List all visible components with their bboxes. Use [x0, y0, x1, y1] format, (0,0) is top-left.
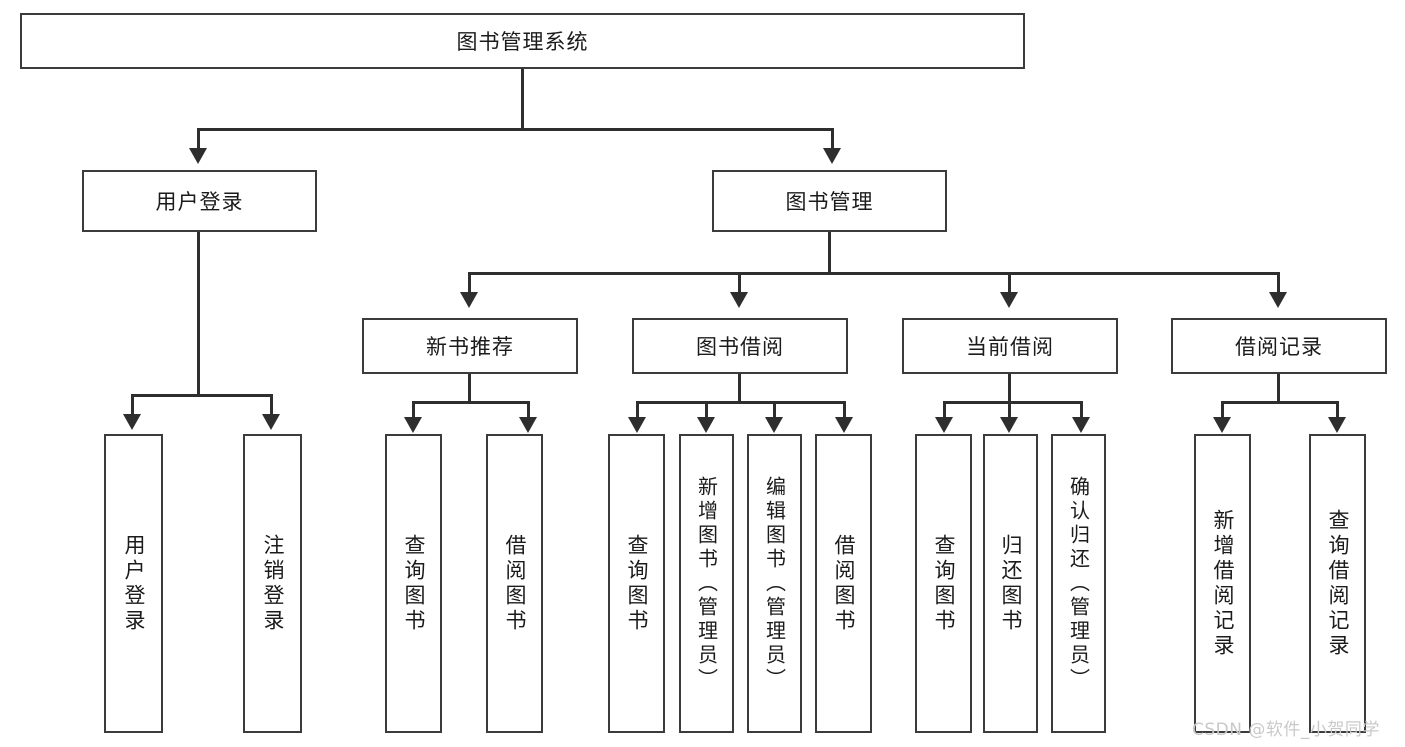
node-user-login[interactable]: 用户登录: [82, 170, 317, 232]
arrowhead-bm-to-new-book: [460, 292, 478, 308]
edge-cb-to-leaf-2: [1008, 401, 1011, 419]
node-label: 新增图书（管理员）: [694, 475, 719, 692]
node-leaf-query-book-current[interactable]: 查询图书: [915, 434, 972, 733]
node-label: 编辑图书（管理员）: [762, 475, 787, 692]
edge-nb-to-leaf-1: [412, 401, 415, 419]
arrowhead-bb-to-leaf-2: [697, 417, 715, 433]
edge-cb-to-leaf-3: [1080, 401, 1083, 419]
node-current-borrow[interactable]: 当前借阅: [902, 318, 1118, 374]
edge-book-borrow-bus: [636, 401, 846, 404]
arrowhead-nb-to-leaf-2: [519, 417, 537, 433]
edge-borrow-record-stem: [1277, 374, 1280, 404]
arrowhead-br-to-leaf-2: [1328, 417, 1346, 433]
node-label: 当前借阅: [966, 335, 1054, 359]
node-leaf-confirm-return-admin[interactable]: 确认归还（管理员）: [1051, 434, 1106, 733]
node-leaf-borrow-book-borrow[interactable]: 借阅图书: [815, 434, 872, 733]
edge-new-book-bus: [412, 401, 530, 404]
edge-root-bus: [197, 128, 834, 131]
node-borrow-record[interactable]: 借阅记录: [1171, 318, 1387, 374]
edge-bm-to-new-book: [468, 272, 471, 294]
node-label: 用户登录: [155, 190, 244, 214]
node-leaf-query-book-recommend[interactable]: 查询图书: [385, 434, 442, 733]
node-label: 归还图书: [999, 533, 1023, 634]
arrowhead-bm-to-book-borrow: [730, 292, 748, 308]
arrowhead-bb-to-leaf-1: [628, 417, 646, 433]
watermark-label: CSDN @软件_小贺同学: [1192, 720, 1380, 740]
node-leaf-query-borrow-record[interactable]: 查询借阅记录: [1309, 434, 1366, 733]
node-label: 查询借阅记录: [1326, 508, 1350, 659]
arrowhead-nb-to-leaf-1: [404, 417, 422, 433]
node-label: 借阅图书: [832, 533, 856, 634]
node-leaf-borrow-book-recommend[interactable]: 借阅图书: [486, 434, 543, 733]
node-label: 注销登录: [261, 533, 285, 634]
arrowhead-user-login-to-leaf-2: [262, 414, 280, 430]
edge-bm-to-book-borrow: [738, 272, 741, 294]
node-leaf-return-book[interactable]: 归还图书: [983, 434, 1038, 733]
edge-bb-to-leaf-2: [705, 401, 708, 419]
node-leaf-logout[interactable]: 注销登录: [243, 434, 302, 733]
edge-cb-to-leaf-1: [943, 401, 946, 419]
node-label: 图书管理系统: [456, 30, 589, 54]
node-label: 用户登录: [122, 533, 146, 634]
edge-root-stem: [521, 69, 524, 130]
edge-current-borrow-stem: [1008, 374, 1011, 404]
node-new-book-recommend[interactable]: 新书推荐: [362, 318, 578, 374]
node-label: 图书借阅: [696, 335, 784, 359]
edge-nb-to-leaf-2: [527, 401, 530, 419]
node-label: 借阅图书: [503, 533, 527, 634]
node-label: 确认归还（管理员）: [1066, 475, 1091, 692]
node-label: 新增借阅记录: [1211, 508, 1235, 659]
node-label: 新书推荐: [426, 335, 514, 359]
edge-br-to-leaf-2: [1336, 401, 1339, 419]
arrowhead-bm-to-borrow-record: [1269, 292, 1287, 308]
node-label: 查询图书: [932, 533, 956, 634]
node-leaf-user-login[interactable]: 用户登录: [104, 434, 163, 733]
edge-new-book-stem: [468, 374, 471, 404]
node-book-management[interactable]: 图书管理: [712, 170, 947, 232]
node-leaf-add-book-admin[interactable]: 新增图书（管理员）: [679, 434, 734, 733]
edge-br-to-leaf-1: [1221, 401, 1224, 419]
edge-user-login-stem: [197, 232, 200, 397]
node-label: 查询图书: [625, 533, 649, 634]
edge-root-to-book-management: [831, 128, 834, 150]
arrowhead-bb-to-leaf-3: [765, 417, 783, 433]
node-label: 查询图书: [402, 533, 426, 634]
node-label: 借阅记录: [1235, 335, 1323, 359]
node-root-book-management-system[interactable]: 图书管理系统: [20, 13, 1025, 69]
node-leaf-edit-book-admin[interactable]: 编辑图书（管理员）: [747, 434, 802, 733]
edge-root-to-user-login: [197, 128, 200, 150]
edge-book-management-stem: [828, 232, 831, 274]
arrowhead-user-login-to-leaf-1: [123, 414, 141, 430]
edge-book-management-bus: [468, 272, 1280, 275]
edge-bm-to-borrow-record: [1277, 272, 1280, 294]
node-leaf-query-book-borrow[interactable]: 查询图书: [608, 434, 665, 733]
edge-bb-to-leaf-1: [636, 401, 639, 419]
edge-user-login-bus: [131, 394, 270, 397]
arrowhead-cb-to-leaf-3: [1072, 417, 1090, 433]
arrowhead-root-to-book-management: [823, 148, 841, 164]
node-leaf-add-borrow-record[interactable]: 新增借阅记录: [1194, 434, 1251, 733]
arrowhead-bm-to-current-borrow: [1000, 292, 1018, 308]
edge-bb-to-leaf-3: [773, 401, 776, 419]
arrowhead-cb-to-leaf-1: [935, 417, 953, 433]
edge-bb-to-leaf-4: [843, 401, 846, 419]
arrowhead-cb-to-leaf-2: [1000, 417, 1018, 433]
edge-bm-to-current-borrow: [1008, 272, 1011, 294]
arrowhead-br-to-leaf-1: [1213, 417, 1231, 433]
edge-user-login-to-leaf-2: [270, 394, 273, 416]
edge-book-borrow-stem: [738, 374, 741, 404]
edge-user-login-to-leaf-1: [131, 394, 134, 416]
edge-current-borrow-bus: [943, 401, 1083, 404]
node-label: 图书管理: [785, 190, 874, 214]
arrowhead-root-to-user-login: [189, 148, 207, 164]
node-book-borrow[interactable]: 图书借阅: [632, 318, 848, 374]
edge-borrow-record-bus: [1221, 401, 1339, 404]
arrowhead-bb-to-leaf-4: [835, 417, 853, 433]
